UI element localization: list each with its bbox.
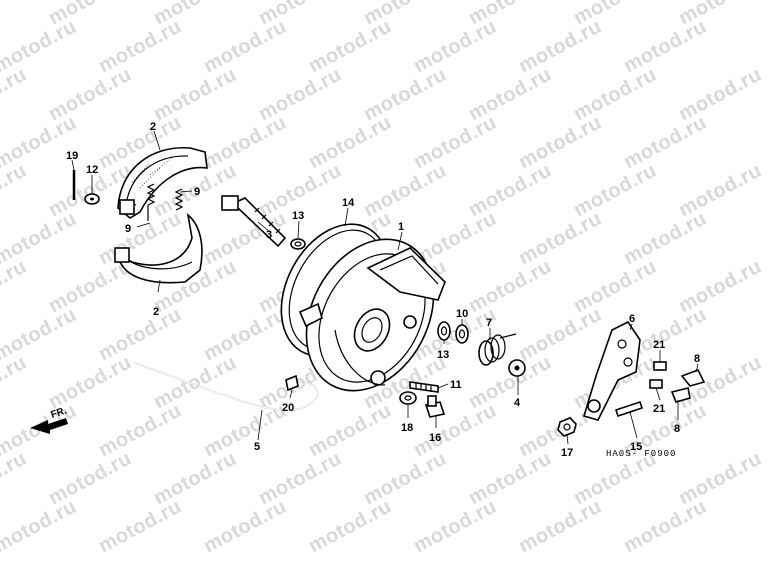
callout-18: 18	[401, 422, 413, 434]
pin-21-lower	[649, 379, 663, 389]
clip-20	[285, 374, 299, 392]
callout-2-lower: 2	[153, 306, 159, 318]
callout-1: 1	[398, 221, 404, 233]
washer-12	[84, 193, 100, 205]
return-spring-7	[478, 333, 517, 366]
callout-13-panel: 13	[437, 349, 449, 361]
callout-8-upper: 8	[694, 353, 700, 365]
callout-13-cam: 13	[292, 210, 304, 222]
brake-arm-6	[583, 320, 641, 421]
front-direction-arrow: FR.	[30, 405, 68, 434]
wing-nut-8-upper	[680, 368, 706, 387]
callout-7: 7	[486, 317, 492, 329]
brake-panel-1	[298, 238, 446, 392]
callout-17: 17	[561, 447, 573, 459]
leader-lines	[71, 130, 699, 445]
callout-20: 20	[282, 402, 294, 414]
figure-code: HA0S- F0900	[606, 449, 676, 459]
direction-label: FR.	[50, 405, 69, 421]
indicator-plate-4	[508, 359, 526, 377]
callout-21-upper: 21	[653, 339, 665, 351]
bolt-11	[409, 381, 439, 393]
callout-16: 16	[429, 432, 441, 444]
callout-3: 3	[266, 229, 272, 241]
callout-15: 15	[630, 441, 642, 453]
hose-5	[133, 362, 319, 411]
pin-21-upper	[653, 361, 667, 371]
flange-bolt-16	[424, 395, 446, 418]
callout-19: 19	[66, 150, 78, 162]
brake-cam-3	[221, 195, 287, 248]
callout-9-left: 9	[125, 223, 131, 235]
seal-13-panel	[437, 321, 451, 341]
callout-10: 10	[456, 308, 468, 320]
callout-9-right: 9	[194, 186, 200, 198]
brake-shoe-lower	[114, 212, 203, 284]
callout-2-upper: 2	[150, 121, 156, 133]
spring-9-upper	[174, 188, 184, 211]
callout-8-lower: 8	[674, 423, 680, 435]
callout-14: 14	[342, 197, 355, 209]
callout-5: 5	[254, 441, 260, 453]
callout-21-lower: 21	[653, 403, 665, 415]
callout-6: 6	[629, 313, 635, 325]
washer-10	[455, 324, 469, 344]
spring-9-lower	[146, 183, 156, 221]
wing-nut-8-lower	[670, 387, 691, 403]
washer-18	[399, 391, 417, 405]
callout-11: 11	[450, 379, 462, 391]
brake-shoe-upper	[117, 147, 208, 219]
seal-13-cam	[290, 238, 306, 250]
callout-12: 12	[86, 164, 98, 176]
callout-4: 4	[514, 397, 521, 409]
bolt-15	[614, 400, 644, 418]
nut-17	[557, 417, 577, 437]
